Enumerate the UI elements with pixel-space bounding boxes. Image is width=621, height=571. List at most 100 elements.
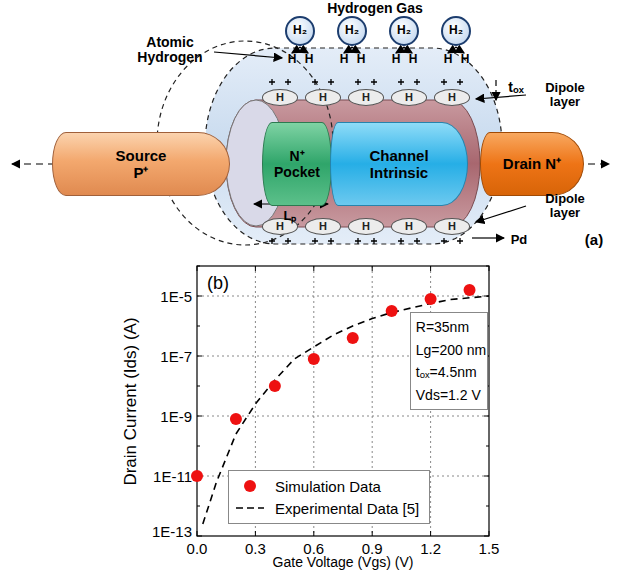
charge-plus [398,238,404,244]
tick [197,356,202,357]
node-text: Drain N⁺ [503,155,561,172]
axis-tick-label: 0.3 [245,541,266,556]
tick [486,506,489,507]
grid-line [197,296,489,297]
charge-plus [312,79,318,85]
node-text: Source P⁺ [106,147,176,182]
charge-plus [355,79,361,85]
simulation-point [347,332,359,344]
tick [197,386,200,387]
dipole-oval: H [391,89,427,106]
tick [197,266,198,271]
axis-tick-label: 0.0 [187,541,208,556]
simulation-point [386,305,398,317]
charge-plus [457,238,463,244]
gas-molecule: H₂ [337,16,367,46]
simulation-point [464,284,476,296]
axis-tick-label: 1E-5 [160,289,192,304]
charge-plus [414,238,420,244]
node-text: H [405,91,413,104]
charge-plus [371,238,377,244]
dipole-oval: H [434,218,470,235]
node-text: H₂ [345,24,359,38]
axis-tick-label: (b) [207,274,229,292]
tick [372,531,373,536]
dipole-oval: H [434,89,470,106]
device-region: N⁺ Pocket [262,122,332,206]
experimental-curve [203,296,489,524]
simulation-point [269,380,281,392]
tick [197,326,200,327]
gas-molecule: H₂ [285,16,315,46]
tick [255,266,256,271]
tick [484,536,489,537]
diagram-label: H [444,53,453,65]
tick [197,296,202,297]
node-text: tₒₓ=4.5nm [416,364,477,380]
charge-plus [285,79,291,85]
tick [486,446,489,447]
dipole-oval: H [348,89,384,106]
dipole-oval: H [391,218,427,235]
tick [430,266,431,271]
charge-plus [398,79,404,85]
charge-plus [414,79,420,85]
axis-tick-label: 0.6 [303,541,324,556]
node-text: R=35nm [416,319,469,335]
tick [484,416,489,417]
device-region: Drain N⁺ [480,132,584,196]
tick [430,531,431,536]
axis-title: Drain Current (Ids) (A) [121,317,138,485]
simulation-point [230,413,242,425]
legend-text: Experimental Data [5] [275,500,419,517]
axis-tick-label: 1.2 [420,541,441,556]
node-text: H [276,91,284,104]
diagram-label: H [288,53,297,65]
charge-plus [328,79,334,85]
dipole-oval: H [262,89,298,106]
axis-tick-label: 1E-11 [153,469,192,484]
charge-plus [371,79,377,85]
legend-box: Simulation DataExperimental Data [5] [228,470,430,524]
charge-plus [441,79,447,85]
legend-row: Simulation Data [235,475,419,497]
charge-plus [269,238,275,244]
tick [197,536,202,537]
axis-title: Gate Voltage (Vgs) (V) [273,555,414,569]
gas-molecule: H₂ [389,16,419,46]
tick [372,266,373,271]
line-sample [235,501,265,515]
marker-dot [244,480,256,492]
node-text: H [362,91,370,104]
node-text: H [448,220,456,233]
legend-row: Experimental Data [5] [235,497,419,519]
parameter-box: R=35nmLg=200 nmtₒₓ=4.5nmVds=1.2 V [410,312,488,410]
axis-tick-label: 1E-13 [152,524,192,539]
node-text: Lg=200 nm [416,342,486,358]
tick [197,531,198,536]
charge-plus [328,238,334,244]
node-text: Channel Intrinsic [359,147,439,182]
diagram-label: H [340,53,349,65]
charge-plus [355,238,361,244]
diagram-label: (a) [585,232,603,247]
axis-tick-label: 1E-9 [160,409,192,424]
node-text: H [448,91,456,104]
gas-molecule: H₂ [441,16,471,46]
node-text: H [319,91,327,104]
diagram-label: H [357,53,366,65]
axis-tick-label: 1E-7 [160,349,192,364]
device-region: Channel Intrinsic [330,122,468,206]
charge-plus [269,79,275,85]
diagram-label: H [392,53,401,65]
axis-tick-label: 1.5 [479,541,500,556]
tick [197,416,202,417]
axis-tick-label: 0.9 [362,541,383,556]
node-text: H [319,220,327,233]
node-text: H₂ [293,24,307,38]
tick [313,531,314,536]
tick [484,476,489,477]
node-text: H [405,220,413,233]
node-text: H [276,220,284,233]
tick [489,531,490,536]
